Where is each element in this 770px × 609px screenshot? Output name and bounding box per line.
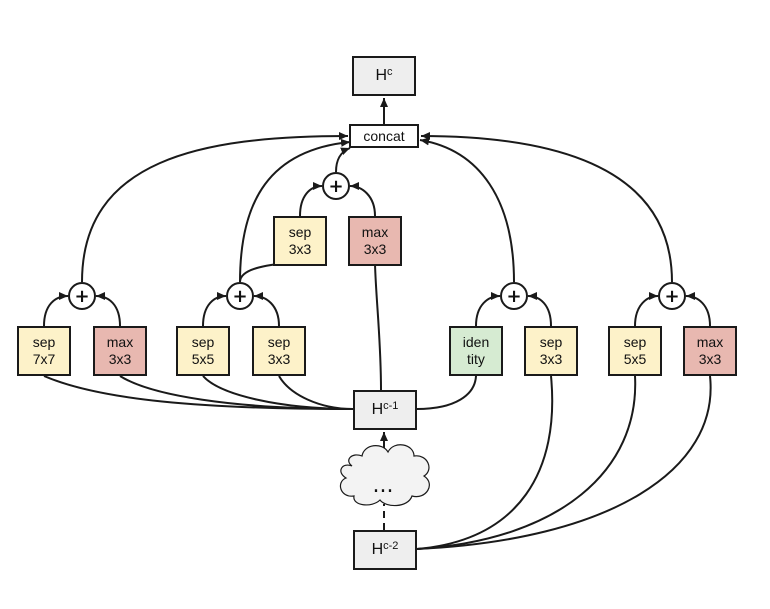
op-b3-right: max 3x3 [348, 216, 402, 266]
op-b5-left: sep 5x5 [608, 326, 662, 376]
output-state: Hc [352, 56, 416, 96]
cloud-shape [339, 444, 430, 507]
input-prev2-sup: c-2 [383, 539, 399, 552]
edge-hc2-b5-right [416, 375, 712, 550]
input-prev2-state: Hc-2 [353, 530, 417, 570]
sum-symbol: + [506, 285, 522, 307]
sum-node-5: + [658, 282, 686, 310]
edge-hc2-b4-right [416, 375, 554, 550]
op-name: sep [623, 334, 647, 350]
edge-b3-left-to-sum [299, 182, 323, 217]
edge-b2-left-to-sum [202, 292, 227, 327]
sum-symbol: + [328, 175, 344, 197]
edge-sum5-to-concat [420, 132, 673, 283]
op-size: 3x3 [288, 241, 312, 257]
input-prev-base: H [371, 400, 384, 418]
op-name: sep [288, 224, 312, 240]
op-name: iden [462, 334, 490, 350]
sum-node-4: + [500, 282, 528, 310]
sum-symbol: + [232, 285, 248, 307]
edge-sum3-to-concat [335, 147, 351, 173]
edge-b1-right-to-sum [95, 292, 121, 327]
edge-hc1-b2-left [202, 375, 354, 410]
op-b2-right: sep 3x3 [252, 326, 306, 376]
op-size: 3x3 [108, 351, 132, 367]
input-prev2-base: H [371, 540, 384, 558]
edge-b5-left-to-sum [634, 292, 659, 327]
op-size: 3x3 [267, 351, 291, 367]
op-name: max [696, 334, 724, 350]
sum-node-1: + [68, 282, 96, 310]
sum-node-2: + [226, 282, 254, 310]
edge-hc1-b1-left [43, 375, 354, 410]
edge-sum4-to-concat [419, 137, 515, 283]
op-size: 3x3 [539, 351, 563, 367]
op-b1-left: sep 7x7 [17, 326, 71, 376]
op-size: tity [467, 351, 485, 367]
op-b3-left: sep 3x3 [273, 216, 327, 266]
input-prev-state: Hc-1 [353, 390, 417, 430]
op-name: max [361, 224, 389, 240]
edge-sum1-to-concat [81, 132, 349, 283]
sum-symbol: + [664, 285, 680, 307]
op-name: sep [32, 334, 56, 350]
op-size: 5x5 [191, 351, 215, 367]
op-name: sep [267, 334, 291, 350]
output-state-base: H [375, 66, 388, 84]
edge-hc1-b2-right [278, 375, 354, 410]
edge-b5-right-to-sum [685, 292, 711, 327]
op-b4-right: sep 3x3 [524, 326, 578, 376]
edge-b4-right-to-sum [527, 292, 552, 327]
op-b5-right: max 3x3 [683, 326, 737, 376]
edge-hc1-b3-right [374, 263, 382, 391]
concat-node: concat [349, 124, 419, 148]
edge-sum2-to-concat [239, 138, 351, 283]
edge-hc2-b5-left [416, 375, 637, 550]
concat-label: concat [363, 127, 405, 144]
edge-b1-left-to-sum [43, 292, 69, 327]
output-state-sup: c [387, 65, 393, 78]
op-name: sep [539, 334, 563, 350]
op-b4-left: iden tity [449, 326, 503, 376]
ellipsis-label: ... [372, 473, 394, 498]
edge-b2-right-to-sum [253, 292, 280, 327]
op-b2-left: sep 5x5 [176, 326, 230, 376]
sum-node-3: + [322, 172, 350, 200]
op-size: 5x5 [623, 351, 647, 367]
edge-b4-left-to-sum [475, 292, 501, 327]
op-size: 7x7 [32, 351, 56, 367]
op-size: 3x3 [363, 241, 387, 257]
op-b1-right: max 3x3 [93, 326, 147, 376]
edge-hc1-b4-left [416, 375, 477, 410]
sum-symbol: + [74, 285, 90, 307]
op-name: sep [191, 334, 215, 350]
op-name: max [106, 334, 134, 350]
edge-b3-right-to-sum [349, 182, 376, 217]
edge-hc1-b1-right [119, 375, 354, 410]
input-prev-sup: c-1 [383, 399, 399, 412]
op-size: 3x3 [698, 351, 722, 367]
